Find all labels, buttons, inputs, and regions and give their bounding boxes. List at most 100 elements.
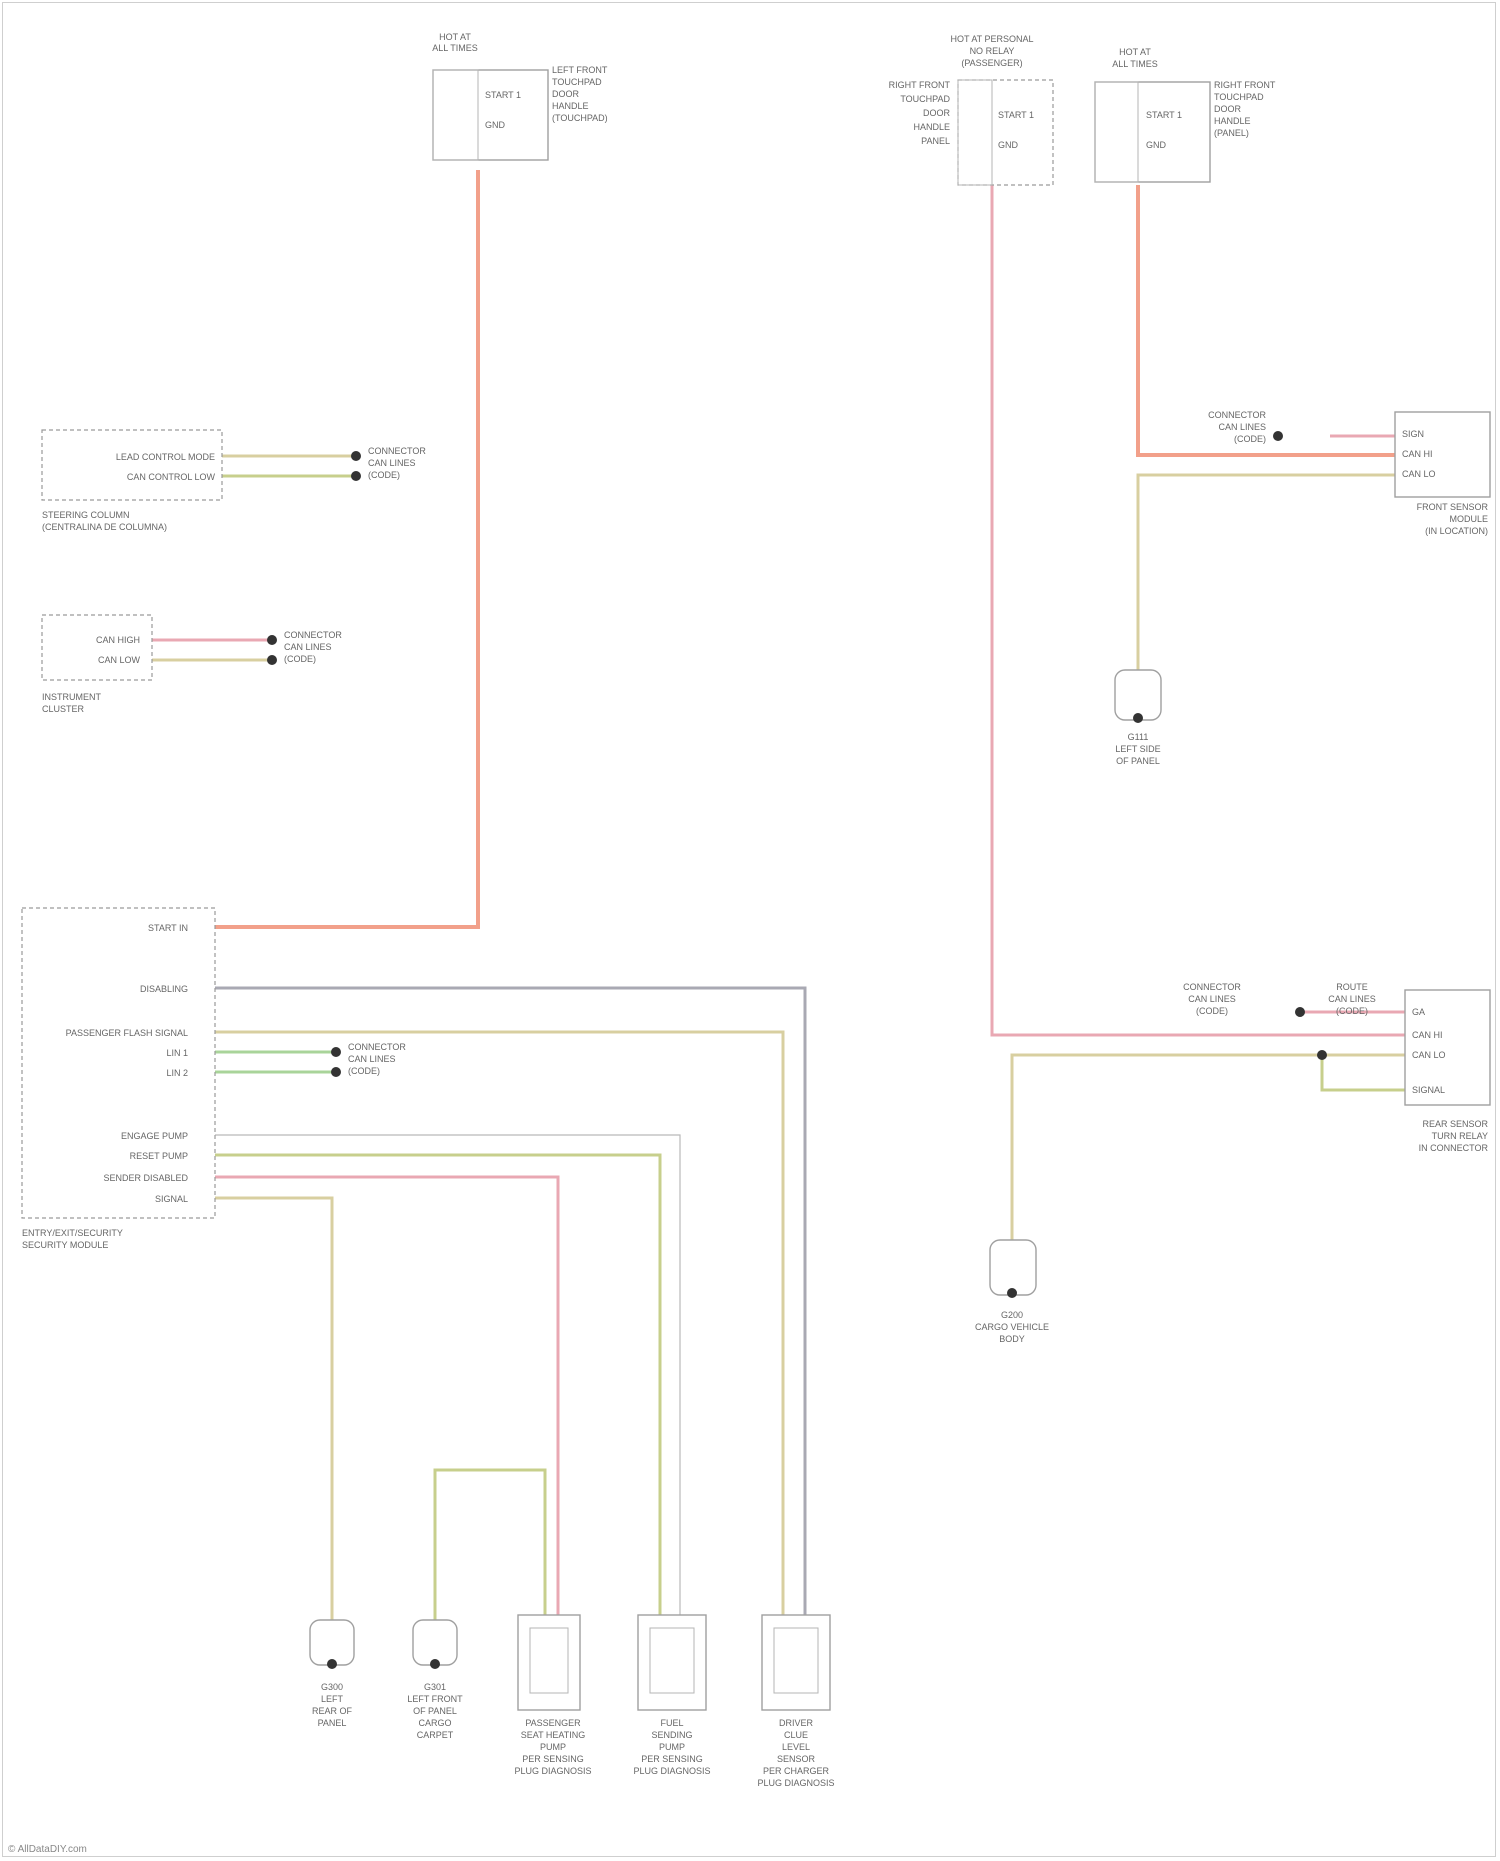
rf-pass-header-1: HOT AT PERSONAL (950, 34, 1033, 44)
front-sensor-pin-3: CAN LO (1402, 469, 1436, 479)
bm3-label-2: CLUE (784, 1730, 808, 1740)
steering-pin-2: CAN CONTROL LOW (127, 472, 216, 482)
bm1-label-5: PLUG DIAGNOSIS (514, 1766, 591, 1776)
entry-label-1: ENTRY/EXIT/SECURITY (22, 1228, 123, 1238)
lf-handle-pin-1: START 1 (485, 90, 521, 100)
bm1-label-4: PER SENSING (522, 1754, 584, 1764)
g300-label-2: LEFT (321, 1694, 344, 1704)
wire-rear-signal (1322, 1055, 1405, 1090)
wire-sender-disabled (215, 1177, 558, 1640)
ground-g200: G200 CARGO VEHICLE BODY (975, 1240, 1049, 1344)
driver-clue-level-sensor: DRIVER CLUE LEVEL SENSOR PER CHARGER PLU… (757, 1615, 834, 1788)
lin-can-junction: CONNECTOR CAN LINES (CODE) (331, 1042, 406, 1077)
rf-pass-pin-1: START 1 (998, 110, 1034, 120)
rm-junction-3: (CODE) (1196, 1006, 1228, 1016)
lin-junction-3: (CODE) (348, 1066, 380, 1076)
g111-label-1: G111 (1128, 732, 1149, 742)
ground-g300: G300 LEFT REAR OF PANEL (310, 1620, 354, 1728)
rf-pass-side-2: TOUCHPAD (900, 94, 950, 104)
rf-pass-side-1: RIGHT FRONT (889, 80, 951, 90)
rf-pass-side-3: DOOR (923, 108, 951, 118)
cluster-label-1: INSTRUMENT (42, 692, 101, 702)
rear-pin-2: CAN HI (1412, 1030, 1443, 1040)
power-wire-rf-handle (1138, 185, 1395, 455)
rm-junction2-3: (CODE) (1336, 1006, 1368, 1016)
sc-junction-3: (CODE) (368, 470, 400, 480)
front-sensor-label-2: MODULE (1449, 514, 1488, 524)
ic-junction-1: CONNECTOR (284, 630, 342, 640)
rf-handle-label-3: DOOR (1214, 104, 1242, 114)
lf-handle-header-2: ALL TIMES (432, 43, 478, 53)
g301-label-5: CARPET (417, 1730, 454, 1740)
rf-handle-label-2: TOUCHPAD (1214, 92, 1264, 102)
bm1-label-2: SEAT HEATING (521, 1730, 586, 1740)
rear-pin-1: GA (1412, 1007, 1425, 1017)
rm-junction-2: CAN LINES (1188, 994, 1236, 1004)
fs-junction-3: (CODE) (1234, 434, 1266, 444)
steering-label-2: (CENTRALINA DE COLUMNA) (42, 522, 167, 532)
g301-label-2: LEFT FRONT (407, 1694, 463, 1704)
rear-can-junction: CONNECTOR CAN LINES (CODE) ROUTE CAN LIN… (1183, 982, 1376, 1060)
g301-label-4: CARGO (418, 1718, 451, 1728)
wire-signal-ground (215, 1198, 332, 1640)
g111-label-3: OF PANEL (1116, 756, 1160, 766)
cluster-pin-2: CAN LOW (98, 655, 141, 665)
ground-wire-front-sensor (1138, 475, 1395, 700)
rf-pass-pin-2: GND (998, 140, 1019, 150)
rear-sensor-module: GA CAN HI CAN LO SIGNAL REAR SENSOR TURN… (1405, 990, 1490, 1153)
bm3-label-3: LEVEL (782, 1742, 810, 1752)
rf-handle-header-2: ALL TIMES (1112, 59, 1158, 69)
bm2-label-1: FUEL (660, 1718, 683, 1728)
rf-handle-pin-1: START 1 (1146, 110, 1182, 120)
g301-label-3: OF PANEL (413, 1706, 457, 1716)
rf-handle-pin-2: GND (1146, 140, 1167, 150)
rf-pass-header-2: NO RELAY (970, 46, 1015, 56)
sc-junction-2: CAN LINES (368, 458, 416, 468)
entry-pin-1: START IN (148, 923, 188, 933)
rf-passenger-door-handle: HOT AT PERSONAL NO RELAY (PASSENGER) RIG… (889, 34, 1053, 185)
bm3-label-4: SENSOR (777, 1754, 816, 1764)
bm3-label-1: DRIVER (779, 1718, 814, 1728)
lf-handle-pin-2: GND (485, 120, 506, 130)
entry-pin-8: SENDER DISABLED (103, 1173, 188, 1183)
rear-label-3: IN CONNECTOR (1419, 1143, 1489, 1153)
cluster-can-junction: CONNECTOR CAN LINES (CODE) (267, 630, 342, 665)
lf-door-handle: HOT AT ALL TIMES START 1 GND LEFT FRONT … (432, 32, 608, 160)
front-sensor-pin-2: CAN HI (1402, 449, 1433, 459)
lin-junction-2: CAN LINES (348, 1054, 396, 1064)
watermark: © AllDataDIY.com (8, 1844, 87, 1855)
ground-g111: G111 LEFT SIDE OF PANEL (1115, 670, 1161, 766)
rm-junction2-1: ROUTE (1336, 982, 1368, 992)
bm1-label-1: PASSENGER (525, 1718, 581, 1728)
front-sensor-label-3: (IN LOCATION) (1425, 526, 1488, 536)
bm2-label-3: PUMP (659, 1742, 685, 1752)
rm-junction-1: CONNECTOR (1183, 982, 1241, 992)
g300-label-3: REAR OF (312, 1706, 353, 1716)
lf-handle-label-5: (TOUCHPAD) (552, 113, 608, 123)
front-sensor-pin-1: SIGN (1402, 429, 1424, 439)
wire-engage-pump (215, 1135, 680, 1640)
rf-handle-header-1: HOT AT (1119, 47, 1151, 57)
entry-pin-2: DISABLING (140, 984, 188, 994)
lf-handle-label-4: HANDLE (552, 101, 589, 111)
g111-label-2: LEFT SIDE (1115, 744, 1160, 754)
g301-label-1: G301 (424, 1682, 446, 1692)
rear-pin-3: CAN LO (1412, 1050, 1446, 1060)
bm1-label-3: PUMP (540, 1742, 566, 1752)
wire-disabling (215, 988, 805, 1640)
power-wire-lf-handle (215, 170, 478, 927)
fs-junction-1: CONNECTOR (1208, 410, 1266, 420)
rm-junction2-2: CAN LINES (1328, 994, 1376, 1004)
entry-pin-7: RESET PUMP (130, 1151, 188, 1161)
lf-handle-label-3: DOOR (552, 89, 580, 99)
ic-junction-3: (CODE) (284, 654, 316, 664)
bm3-label-5: PER CHARGER (763, 1766, 830, 1776)
entry-pin-9: SIGNAL (155, 1194, 188, 1204)
rf-pass-side-5: PANEL (921, 136, 950, 146)
bm2-label-2: SENDING (651, 1730, 692, 1740)
steering-label-1: STEERING COLUMN (42, 510, 130, 520)
steering-pin-1: LEAD CONTROL MODE (116, 452, 215, 462)
fs-junction-2: CAN LINES (1218, 422, 1266, 432)
